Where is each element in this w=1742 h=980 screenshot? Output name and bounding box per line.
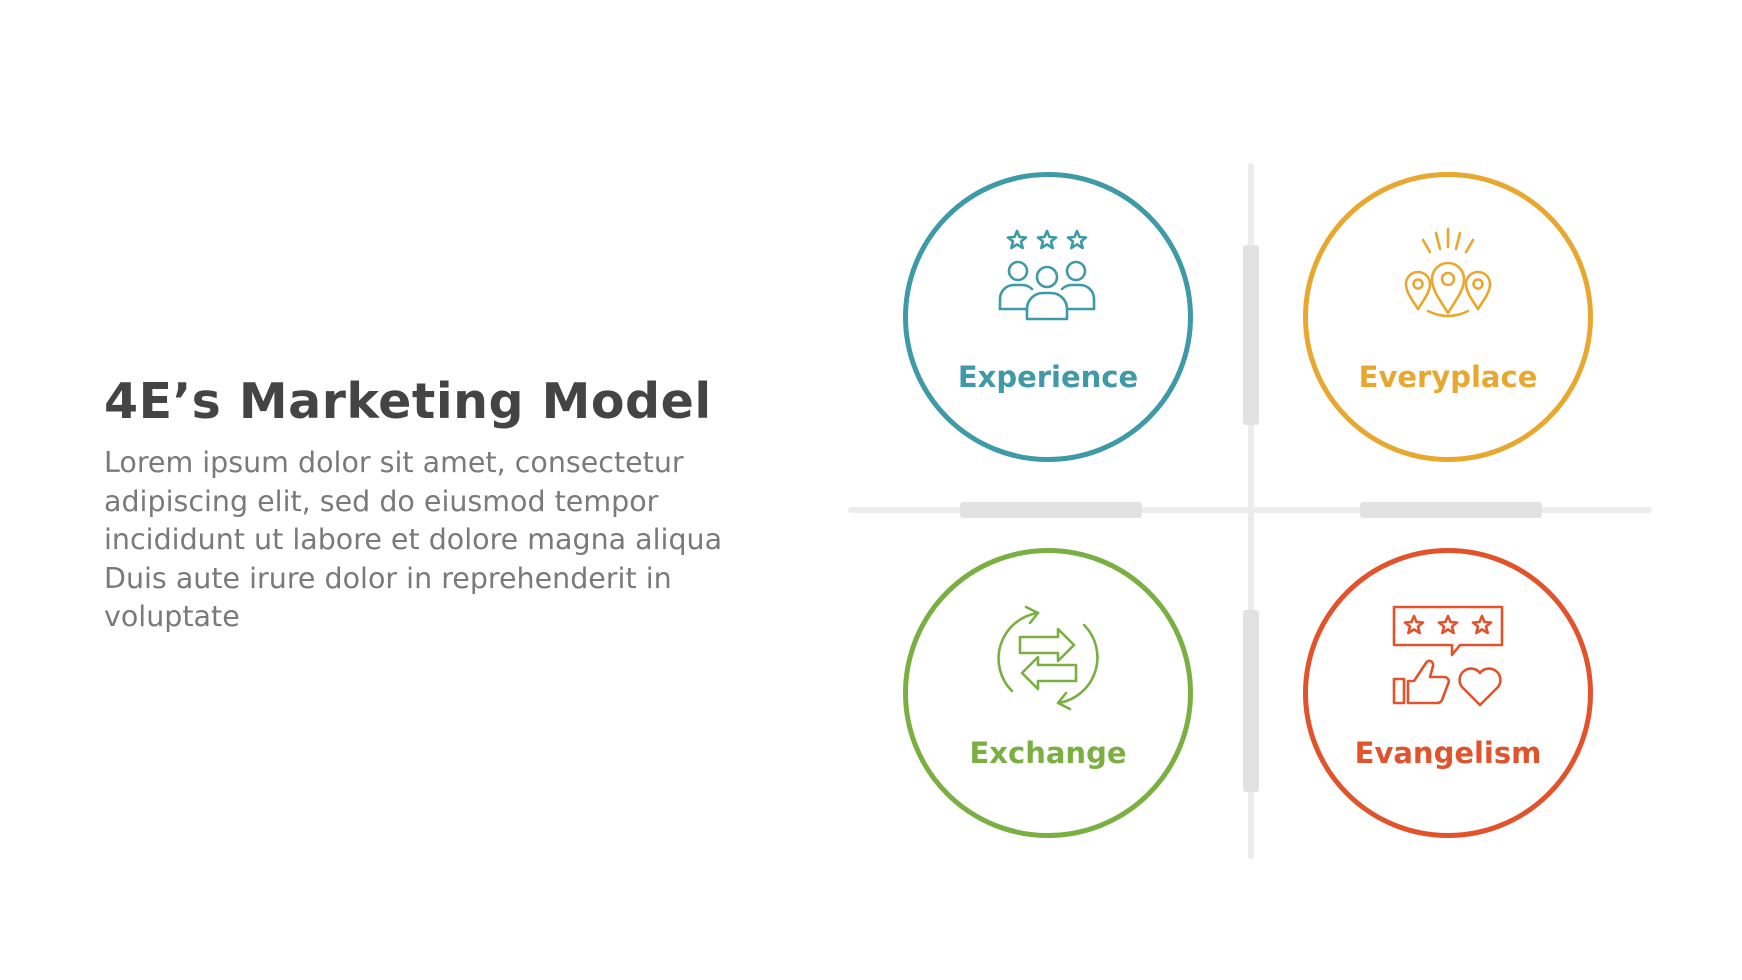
horizontal-divider-accent-right xyxy=(1360,502,1542,518)
quadrant-evangelism: Evangelism xyxy=(1303,548,1593,838)
text-panel: 4E’s Marketing Model Lorem ipsum dolor s… xyxy=(104,370,784,637)
quadrant-label-everyplace: Everyplace xyxy=(1358,360,1538,394)
quadrant-label-experience: Experience xyxy=(957,360,1139,394)
quadrant-experience: Experience xyxy=(903,172,1193,462)
exchange-arrows-icon xyxy=(997,605,1099,711)
quadrant-label-exchange: Exchange xyxy=(969,736,1127,770)
location-pins-icon xyxy=(1404,227,1492,318)
vertical-divider-accent-bottom xyxy=(1243,610,1259,792)
description-text: Lorem ipsum dolor sit amet, consectetur … xyxy=(104,446,723,633)
review-like-heart-icon xyxy=(1392,605,1504,707)
team-rating-icon xyxy=(998,229,1096,321)
quadrant-exchange: Exchange xyxy=(903,548,1193,838)
quadrant-everyplace: Everyplace xyxy=(1303,172,1593,462)
horizontal-divider-accent-left xyxy=(960,502,1142,518)
vertical-divider-accent-top xyxy=(1243,245,1259,425)
horizontal-divider xyxy=(848,507,1652,513)
quadrant-label-evangelism: Evangelism xyxy=(1354,736,1542,770)
page-title: 4E’s Marketing Model xyxy=(104,373,712,430)
